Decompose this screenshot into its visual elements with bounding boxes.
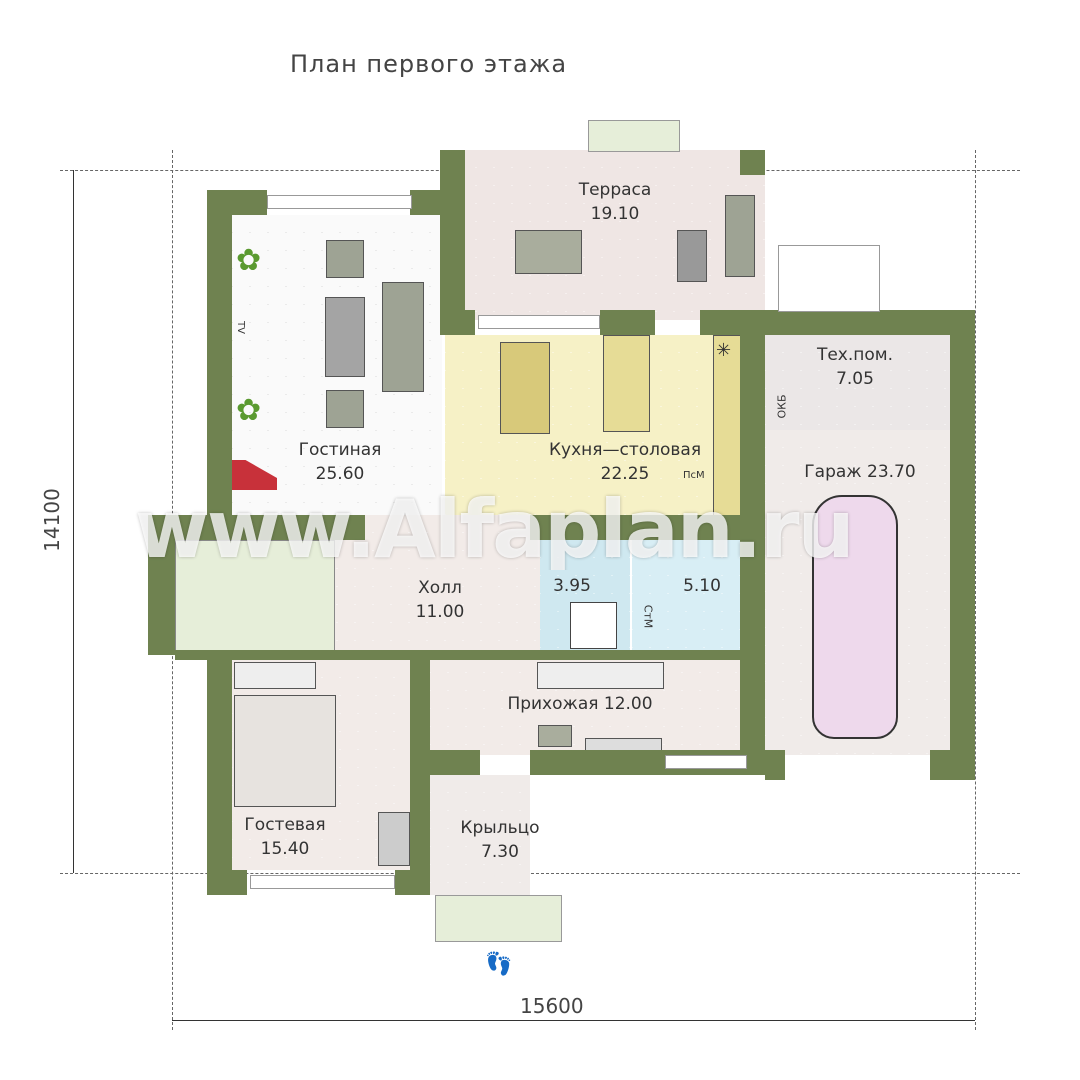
living-sofa [382, 282, 424, 392]
wall [530, 515, 740, 540]
terrace-table [515, 230, 582, 274]
wall [410, 655, 430, 895]
washer-label: СтМ [641, 604, 655, 629]
terrace-floor [440, 150, 765, 320]
porch-steps [435, 895, 562, 942]
plant-icon: ✿ [236, 243, 262, 278]
wall [740, 310, 765, 755]
garage-name: Гараж 23.70 [780, 462, 940, 483]
wall [175, 515, 365, 540]
kitchen-area: 22.25 [600, 464, 650, 484]
hood-icon: ✳ [716, 340, 732, 361]
dimension-width: 15600 [520, 994, 584, 1018]
kitchen-island [603, 335, 650, 432]
living-armchair [326, 390, 364, 428]
wardrobe [537, 662, 664, 689]
wall [430, 750, 480, 775]
garage-canopy [778, 245, 880, 312]
guest-bed [234, 695, 336, 807]
kitchen-floor [445, 335, 740, 515]
wall [148, 515, 175, 655]
window [478, 315, 600, 329]
tech-area: 7.05 [836, 369, 874, 389]
porch-floor [430, 775, 530, 895]
wall [440, 310, 475, 335]
hall-area: 11.00 [415, 602, 465, 622]
tv-label: TV [234, 321, 246, 334]
wall [600, 310, 655, 335]
plan-title: План первого этажа [290, 50, 568, 78]
bathroom-2-floor [632, 540, 740, 650]
wall [930, 750, 975, 780]
dimension-line-vertical [73, 170, 74, 873]
bench [538, 725, 572, 747]
dining-table [500, 342, 550, 434]
window [267, 195, 412, 209]
living-name: Гостиная [298, 440, 382, 460]
staircase [175, 540, 335, 655]
footprints-icon: 👣 [485, 952, 513, 977]
entrance-area: 12.00 [603, 694, 653, 714]
kitchen-counter [713, 335, 742, 517]
boiler-label: ОКБ [775, 394, 789, 419]
entrance-name: Прихожая 12.00 [500, 694, 660, 715]
window [665, 755, 747, 769]
terrace-name: Терраса [578, 180, 652, 200]
dishwasher-label: ПсМ [683, 470, 705, 481]
porch-area: 7.30 [481, 842, 519, 862]
axis-line-right [975, 150, 976, 1030]
axis-line-bottom [60, 873, 1020, 874]
garage-area: 23.70 [867, 462, 916, 482]
guest-wardrobe [234, 662, 316, 689]
wall [207, 190, 232, 515]
terrace-sofa [725, 195, 755, 277]
wall [207, 190, 267, 215]
window [250, 875, 395, 889]
tech-name: Тех.пом. [816, 345, 894, 365]
watermark: www.Alfaplan.ru [135, 490, 853, 570]
bathroom-2-area: 5.10 [683, 576, 721, 596]
living-armchair [326, 240, 364, 278]
wall [395, 870, 430, 895]
wall [207, 870, 247, 895]
wall [740, 150, 765, 175]
wall [207, 655, 232, 875]
car-icon [812, 495, 898, 739]
terrace-steps [588, 120, 680, 152]
wall [175, 650, 740, 660]
wall [440, 175, 465, 335]
entrance-name-text: Прихожая [507, 694, 599, 714]
wall [765, 310, 975, 335]
living-coffee-table [325, 297, 365, 377]
garage-name-text: Гараж [804, 462, 862, 482]
wall [765, 750, 785, 780]
terrace-area: 19.10 [590, 204, 640, 224]
guest-desk [378, 812, 410, 866]
dimension-height: 14100 [39, 488, 64, 552]
dimension-line-horizontal [172, 1020, 975, 1021]
living-area: 25.60 [315, 464, 365, 484]
porch-name: Крыльцо [460, 818, 540, 838]
shower-icon [570, 602, 617, 649]
hall-name: Холл [418, 578, 462, 598]
tech-room-floor [765, 335, 950, 430]
guest-area: 15.40 [260, 839, 310, 859]
plant-icon: ✿ [236, 393, 262, 428]
terrace-coffee-table [677, 230, 707, 282]
wall [950, 310, 975, 780]
wall [440, 150, 465, 175]
bathroom-1-area: 3.95 [553, 576, 591, 596]
kitchen-name: Кухня—столовая [548, 440, 702, 460]
guest-name: Гостевая [244, 815, 326, 835]
